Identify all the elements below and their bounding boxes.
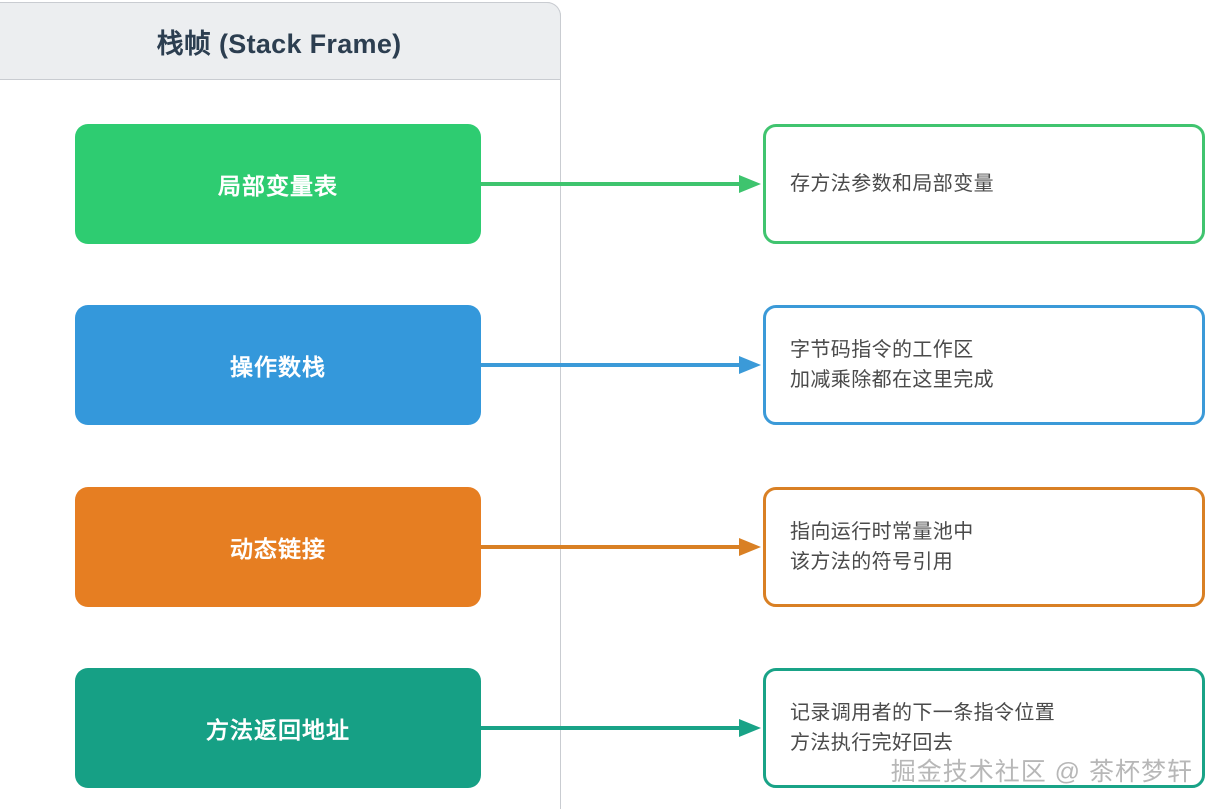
description-box: 存方法参数和局部变量 — [763, 124, 1205, 244]
description-line: 加减乘除都在这里完成 — [790, 369, 994, 391]
component-box[interactable]: 方法返回地址 — [75, 668, 481, 788]
watermark-text: 掘金技术社区 @ 茶杯梦轩 — [890, 758, 1193, 786]
component-label: 方法返回地址 — [206, 717, 350, 743]
description-line: 方法执行完好回去 — [790, 732, 954, 754]
component-box[interactable]: 局部变量表 — [75, 124, 481, 244]
component-box[interactable]: 操作数栈 — [75, 305, 481, 425]
component-label: 动态链接 — [230, 536, 326, 562]
description-line: 存方法参数和局部变量 — [790, 172, 994, 195]
description-box: 字节码指令的工作区加减乘除都在这里完成 — [763, 305, 1205, 425]
description-box: 记录调用者的下一条指令位置方法执行完好回去 — [763, 668, 1205, 788]
component-label: 操作数栈 — [230, 354, 326, 380]
description-line: 字节码指令的工作区 — [790, 338, 974, 361]
description-line: 记录调用者的下一条指令位置 — [790, 701, 1056, 724]
description-line: 指向运行时常量池中 — [790, 520, 974, 543]
component-label: 局部变量表 — [218, 173, 338, 199]
description-box: 指向运行时常量池中该方法的符号引用 — [763, 487, 1205, 607]
stack-frame-header: 栈帧 (Stack Frame) — [0, 2, 561, 80]
page-title: 栈帧 (Stack Frame) — [156, 28, 402, 59]
component-box[interactable]: 动态链接 — [75, 487, 481, 607]
description-line: 该方法的符号引用 — [790, 551, 954, 573]
